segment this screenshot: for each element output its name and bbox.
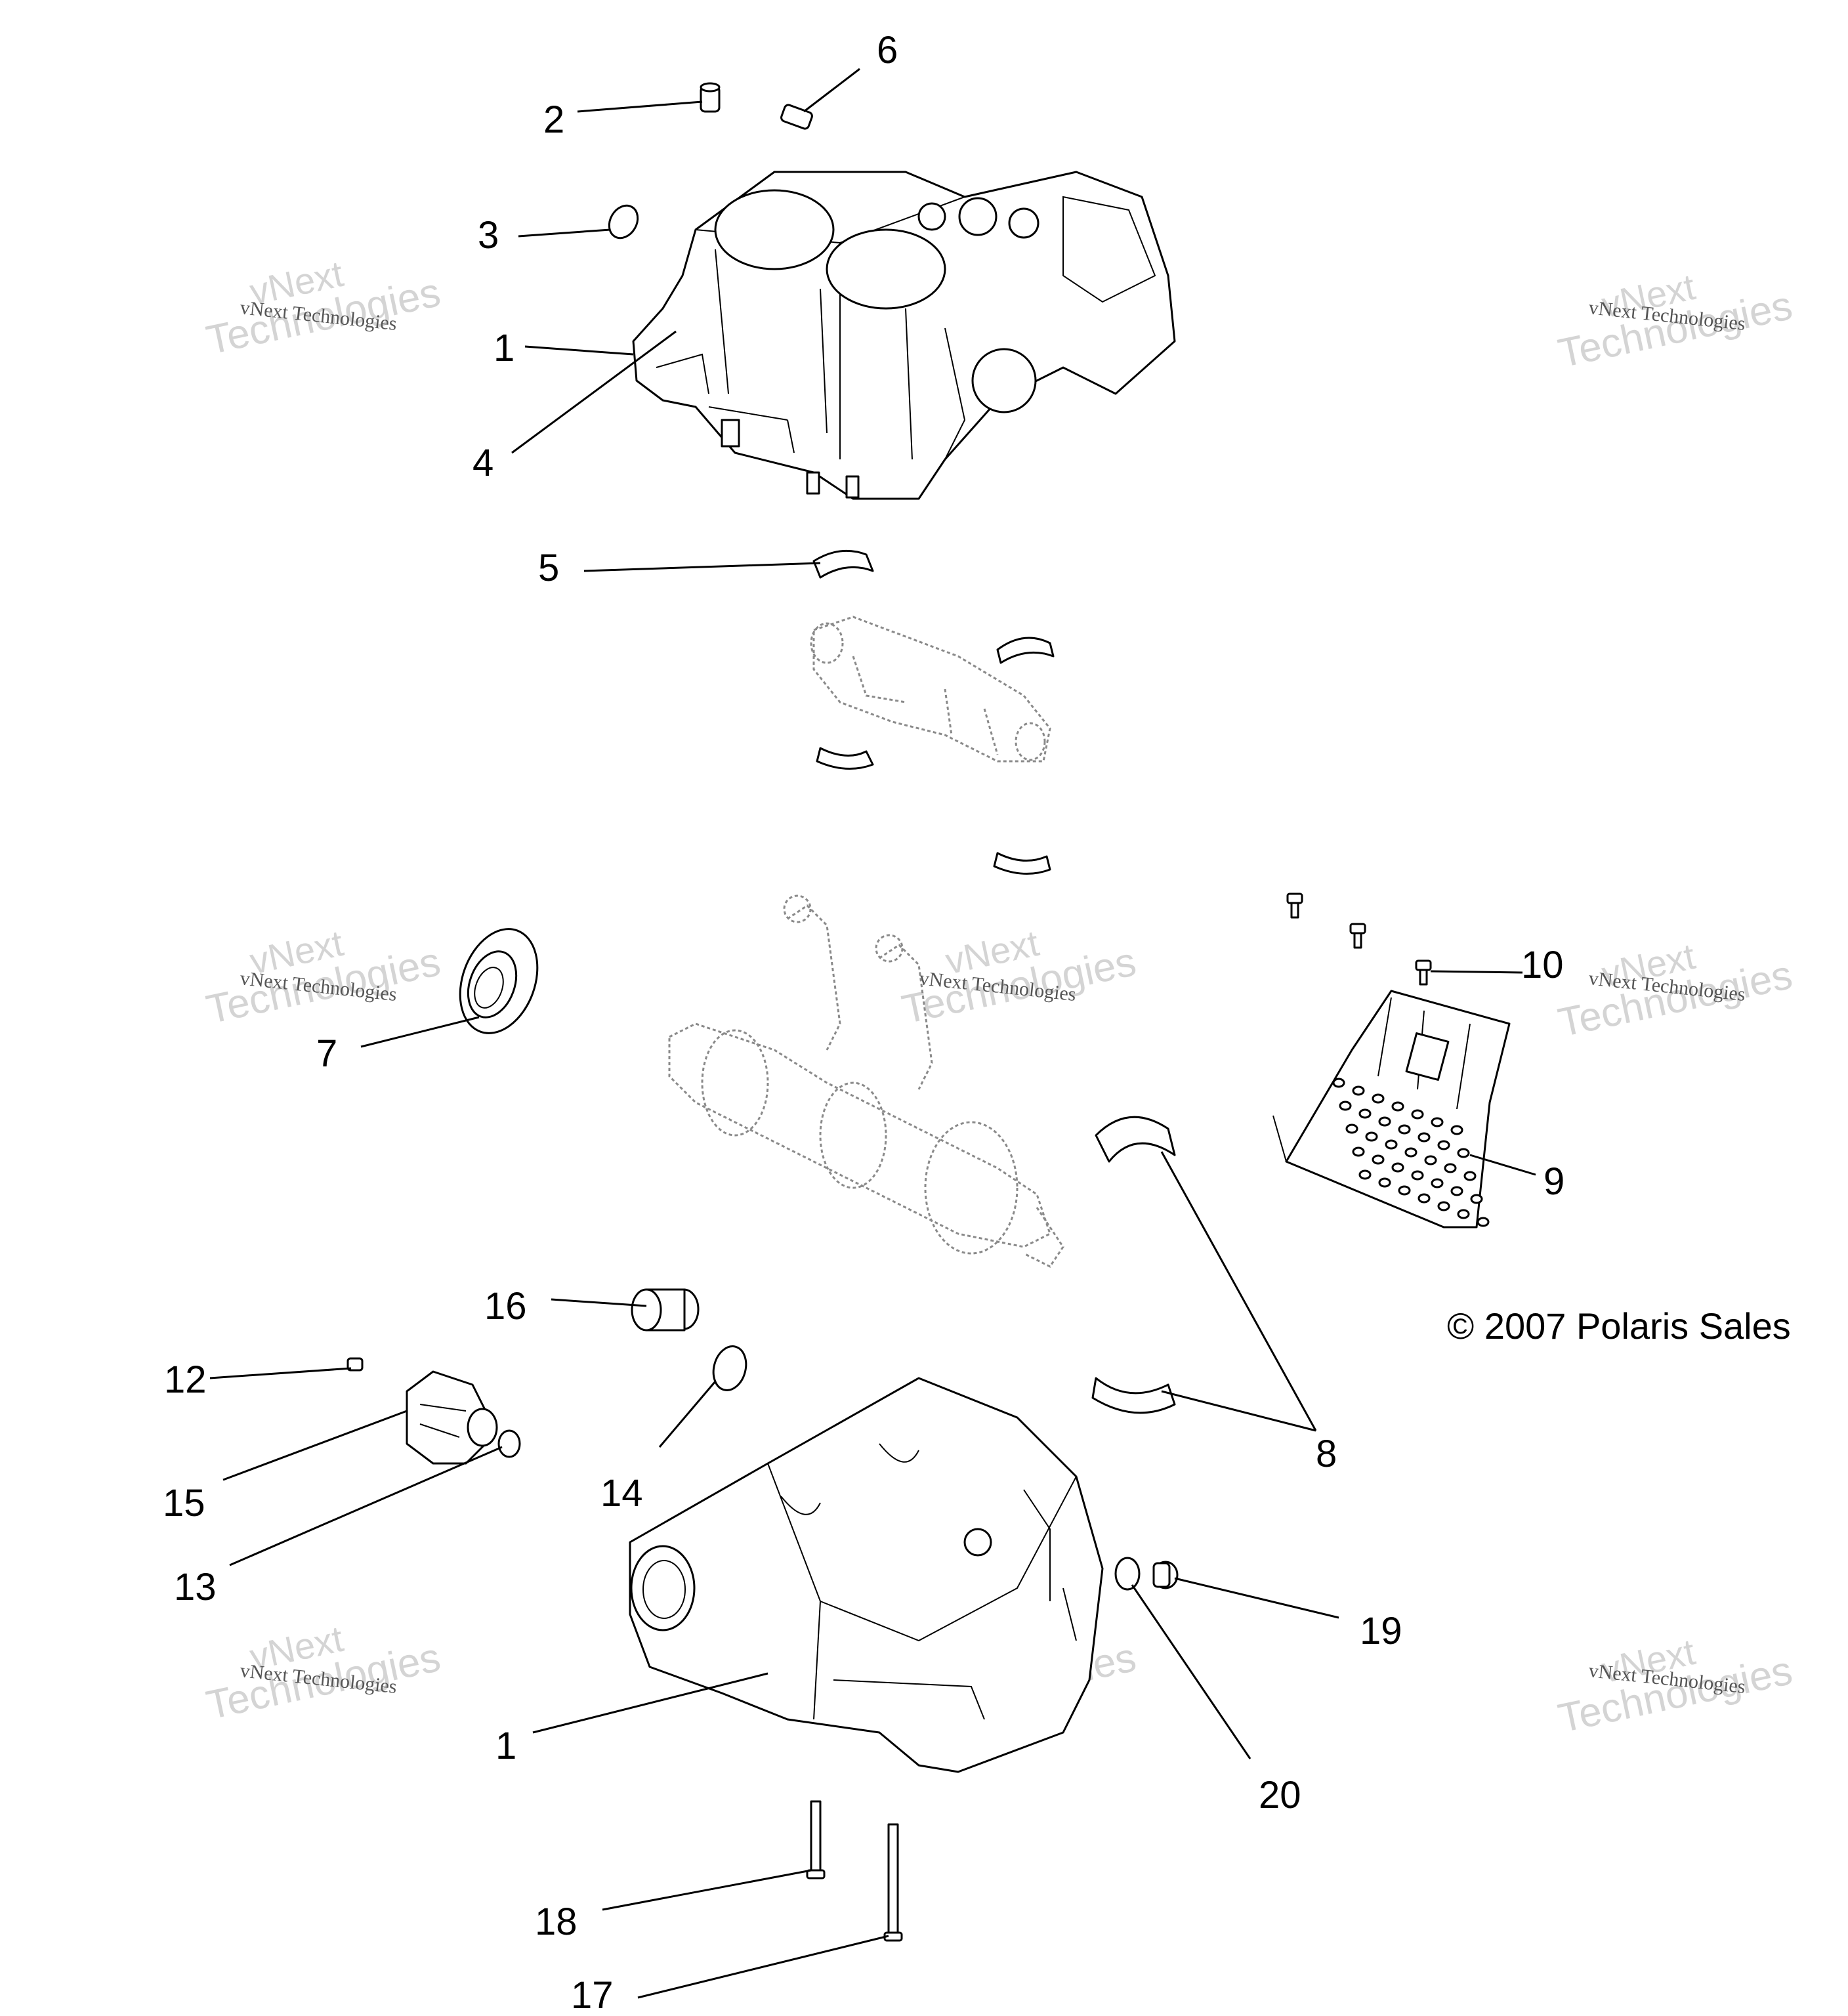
part-lower-crankcase — [629, 1377, 1104, 1773]
part-pump-housing — [406, 1370, 498, 1465]
baffle-hole — [1418, 1193, 1431, 1204]
baffle-hole — [1365, 1131, 1378, 1142]
part-bolt-c — [1415, 959, 1432, 986]
baffle-hole — [1358, 1108, 1372, 1119]
part-baffle-plate — [1272, 990, 1511, 1228]
baffle-hole — [1372, 1093, 1385, 1104]
callout-6: 6 — [877, 29, 898, 72]
baffle-hole — [1457, 1209, 1470, 1219]
part-bearing-shell-b — [996, 637, 1055, 664]
part-long-bolt-18 — [806, 1800, 826, 1880]
part-bearing-shell-f — [1091, 1377, 1176, 1414]
baffle-hole — [1437, 1140, 1450, 1150]
callout-20: 20 — [1259, 1774, 1301, 1816]
baffle-hole — [1424, 1155, 1437, 1166]
baffle-hole — [1339, 1101, 1352, 1111]
callout-3: 3 — [478, 214, 499, 257]
baffle-hole — [1385, 1139, 1398, 1150]
part-bearing-shell-d — [993, 852, 1051, 875]
baffle-hole — [1444, 1163, 1457, 1173]
watermark-mid-left: vNext Technologies — [203, 922, 444, 1033]
baffle-hole — [1418, 1132, 1431, 1143]
callout-1-upper: 1 — [494, 327, 514, 369]
baffle-hole — [1372, 1154, 1385, 1165]
part-baffle-holes — [1332, 1078, 1490, 1227]
baffle-hole — [1352, 1146, 1365, 1157]
baffle-hole — [1378, 1177, 1391, 1188]
baffle-hole — [1431, 1117, 1444, 1127]
leader-lines — [209, 68, 1536, 1999]
copyright-notice: © 2007 Polaris Sales — [1447, 1305, 1791, 1347]
part-oil-seal — [459, 928, 539, 1034]
baffle-hole — [1378, 1116, 1391, 1127]
baffle-hole — [1398, 1124, 1411, 1135]
baffle-hole — [1391, 1101, 1404, 1112]
baffle-hole — [1470, 1194, 1483, 1204]
part-bolt-a — [1286, 892, 1303, 919]
baffle-hole — [1431, 1178, 1444, 1188]
part-long-bolt-17 — [883, 1823, 903, 1942]
callout-15: 15 — [163, 1482, 205, 1524]
baffle-hole — [1437, 1201, 1450, 1211]
callout-7: 7 — [316, 1032, 337, 1075]
baffle-hole — [1391, 1162, 1404, 1173]
callout-1-lower: 1 — [495, 1725, 516, 1767]
callout-10: 10 — [1521, 944, 1564, 986]
baffle-hole — [1358, 1169, 1372, 1180]
ghost-crankshaft-upper — [810, 616, 1051, 763]
baffle-hole — [1463, 1171, 1477, 1181]
part-sealing-washer — [1114, 1557, 1141, 1591]
part-small-bolt — [346, 1357, 364, 1372]
part-bearing-shell-c — [816, 747, 874, 770]
baffle-hole — [1404, 1147, 1418, 1158]
callout-8: 8 — [1316, 1433, 1337, 1475]
part-snap-ring — [712, 1345, 747, 1391]
part-dowel-pin — [700, 82, 721, 113]
callout-16: 16 — [484, 1285, 527, 1328]
callout-2: 2 — [543, 98, 564, 141]
callout-18: 18 — [535, 1900, 578, 1943]
baffle-hole — [1457, 1148, 1470, 1158]
baffle-hole — [1332, 1078, 1345, 1088]
callout-17: 17 — [571, 1974, 614, 2016]
baffle-hole — [1352, 1085, 1365, 1096]
baffle-hole — [1411, 1170, 1424, 1181]
callout-13: 13 — [174, 1566, 217, 1608]
part-o-ring-top — [608, 204, 639, 240]
baffle-hole — [1398, 1185, 1411, 1196]
part-bearing-shell-e — [1095, 1116, 1176, 1163]
baffle-hole — [1450, 1186, 1463, 1196]
watermark-bottom-left: vNext Technologies — [203, 1618, 444, 1729]
part-bolt-b — [1349, 923, 1366, 949]
callout-19: 19 — [1360, 1610, 1402, 1652]
part-bushing — [631, 1288, 700, 1332]
baffle-hole — [1411, 1109, 1424, 1120]
part-bearing-shell-top — [812, 549, 874, 579]
part-o-ring-small — [497, 1429, 521, 1458]
part-drain-plug — [1152, 1561, 1179, 1589]
baffle-hole — [1345, 1124, 1358, 1134]
callout-12: 12 — [164, 1358, 207, 1401]
callout-5: 5 — [538, 547, 559, 589]
callout-4: 4 — [472, 442, 494, 484]
ghost-crankshaft-main — [668, 894, 1064, 1268]
callout-14: 14 — [600, 1472, 643, 1515]
callout-9: 9 — [1544, 1160, 1564, 1203]
watermark-top-left: vNext Technologies — [203, 253, 444, 364]
part-upper-crankcase — [632, 171, 1176, 500]
baffle-hole — [1477, 1217, 1490, 1227]
baffle-hole — [1450, 1125, 1463, 1135]
